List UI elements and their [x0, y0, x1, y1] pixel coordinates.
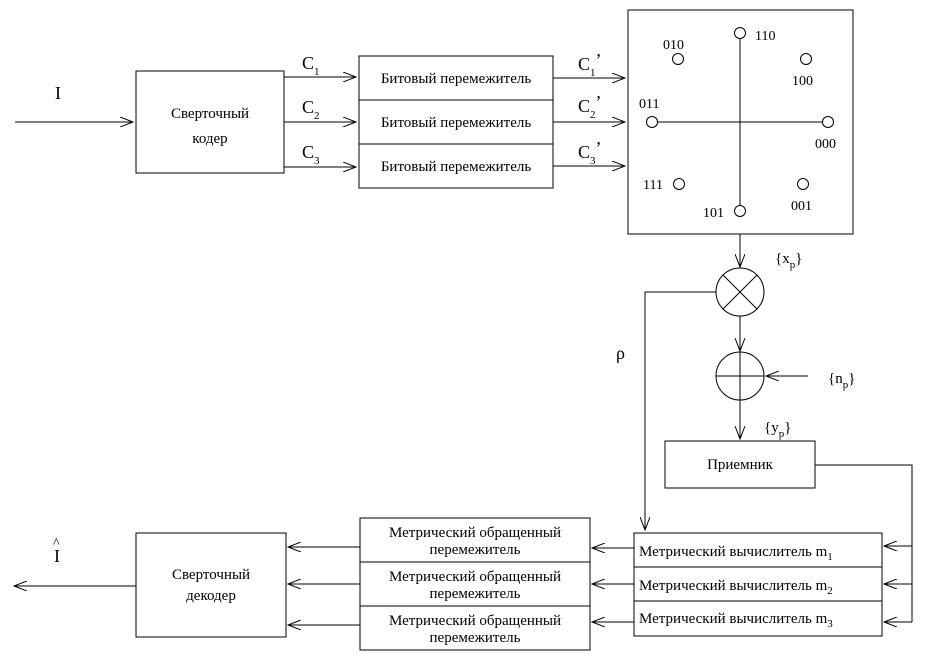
signal-x-label: {xp} — [775, 251, 802, 271]
deinterleaver-3-line1: Метрический обращенный — [389, 613, 561, 629]
constellation-point-111 — [673, 178, 685, 190]
encoder-label-line1: Сверточный — [171, 106, 249, 122]
bit-interleaver-2: Битовый перемежитель — [381, 115, 532, 131]
metric-calculator-2: Метрический вычислитель m2 — [639, 578, 833, 597]
signal-y-label: {yp} — [764, 420, 791, 440]
constellation-point-100 — [800, 53, 812, 65]
metric-deinterleavers-group — [359, 517, 591, 651]
constellation-point-101 — [734, 205, 746, 217]
constellation-point-110 — [734, 27, 746, 39]
receiver-label: Приемник — [707, 457, 774, 473]
metric-calculator-1: Метрический вычислитель m1 — [639, 544, 833, 563]
interleaved-bit-c3: C3’ — [578, 138, 602, 167]
constellation-point-011 — [646, 116, 658, 128]
noise-n-label: {np} — [828, 371, 855, 391]
constellation-point-001 — [797, 178, 809, 190]
convolutional-encoder-box — [135, 70, 285, 174]
code-bit-c1: C1 — [302, 53, 320, 78]
constellation-label-111: 111 — [643, 178, 663, 193]
bit-interleaver-1: Битовый перемежитель — [381, 71, 532, 87]
output-label: I — [54, 546, 60, 566]
multiplier-cross-2 — [722, 274, 758, 310]
deinterleaver-2-line1: Метрический обращенный — [389, 569, 561, 585]
metric-calculator-3: Метрический вычислитель m3 — [639, 611, 833, 630]
constellation-label-000: 000 — [815, 137, 836, 152]
interleaved-bit-c1: C1’ — [578, 50, 602, 79]
constellation-label-001: 001 — [791, 199, 812, 214]
deinterleaver-2-line2: перемежитель — [430, 586, 521, 602]
bit-interleaver-3: Битовый перемежитель — [381, 159, 532, 175]
constellation-label-101: 101 — [703, 206, 724, 221]
code-bit-c3: C3 — [302, 142, 320, 167]
receiver-output-bus — [815, 464, 913, 622]
constellation-point-010 — [672, 53, 684, 65]
constellation-label-011: 011 — [639, 97, 659, 112]
rho-label: ρ — [616, 343, 625, 363]
decoder-label-line1: Сверточный — [172, 567, 250, 583]
convolutional-decoder-box — [135, 532, 287, 638]
deinterleaver-1-line1: Метрический обращенный — [389, 525, 561, 541]
constellation-label-010: 010 — [663, 38, 684, 53]
interleaved-bit-c2: C2’ — [578, 92, 602, 121]
bit-interleavers-group — [358, 55, 554, 189]
constellation-label-110: 110 — [755, 29, 775, 44]
constellation-point-000 — [822, 116, 834, 128]
decoder-label-line2: декодер — [186, 588, 236, 604]
receiver-box — [664, 440, 816, 489]
constellation-label-100: 100 — [792, 74, 813, 89]
deinterleaver-3-line2: перемежитель — [430, 630, 521, 646]
input-label: I — [55, 83, 61, 103]
output-hat: ^ — [53, 536, 60, 551]
encoder-label-line2: кодер — [192, 131, 227, 147]
rho-path — [645, 291, 716, 530]
deinterleaver-1-line2: перемежитель — [430, 542, 521, 558]
code-bit-c2: C2 — [302, 97, 320, 122]
metric-calculators-group — [633, 532, 883, 637]
